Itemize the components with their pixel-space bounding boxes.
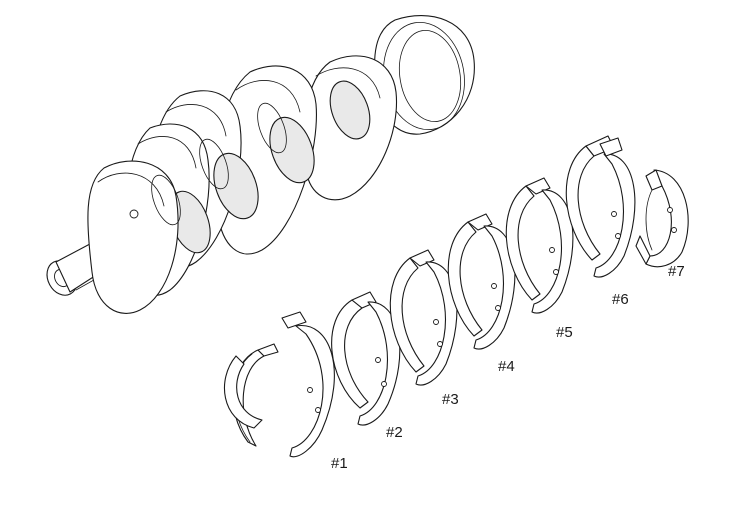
bearing-6 xyxy=(565,135,636,278)
bearing-4 xyxy=(447,213,516,350)
bearing-label-2: #2 xyxy=(386,424,403,441)
bearing-3 xyxy=(389,249,458,386)
bearing-label-6: #6 xyxy=(612,291,629,308)
bearing-2 xyxy=(331,291,401,426)
bearing-shells xyxy=(223,135,689,458)
bearing-label-4: #4 xyxy=(498,358,515,375)
bearing-label-5: #5 xyxy=(556,324,573,341)
bearing-5 xyxy=(505,177,574,314)
bearing-1 xyxy=(223,311,335,458)
bearing-7 xyxy=(635,169,689,268)
crank-pins xyxy=(151,102,287,226)
bearing-label-1: #1 xyxy=(331,455,348,472)
crankshaft-webs xyxy=(87,15,475,314)
crankshaft xyxy=(46,15,475,314)
bearing-label-3: #3 xyxy=(442,391,459,408)
bearing-label-7: #7 xyxy=(668,263,685,280)
